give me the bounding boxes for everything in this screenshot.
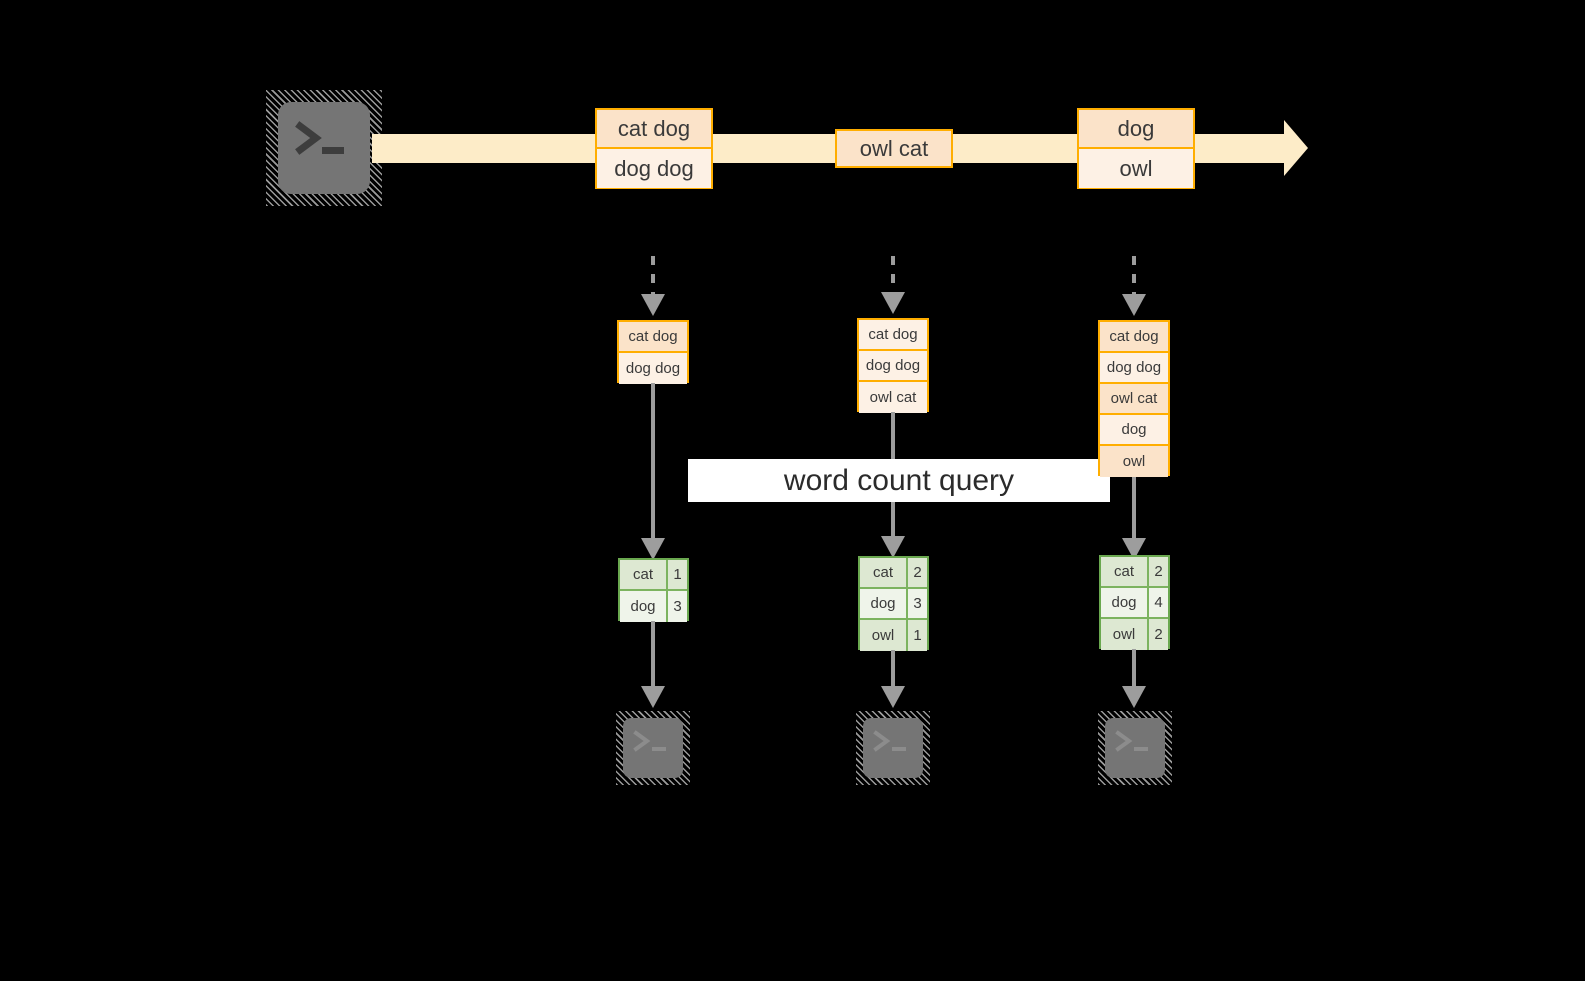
result-count: 1 — [908, 620, 927, 651]
query-label-band: word count query — [688, 459, 1110, 502]
input-record: cat dog — [1100, 322, 1168, 353]
stream-record: owl — [1079, 149, 1193, 188]
snapshot-1-input-stack: cat dog dog dog — [617, 320, 689, 384]
stream-group-1: cat dog dog dog — [595, 108, 713, 189]
query-label-text: word count query — [783, 463, 1015, 497]
result-count: 3 — [668, 591, 687, 622]
snapshot-3-feed-line — [1132, 256, 1136, 294]
terminal-prompt-glyph — [295, 121, 344, 155]
snapshot-1-feed-arrowhead — [641, 294, 665, 316]
result-word: dog — [620, 591, 668, 622]
result-count: 2 — [1149, 557, 1168, 586]
source-terminal-icon — [266, 90, 382, 206]
stream-group-3: dog owl — [1077, 108, 1195, 189]
result-count: 4 — [1149, 588, 1168, 617]
snapshot-2-input-stack: cat dog dog dog owl cat — [857, 318, 929, 413]
terminal-prompt-glyph — [633, 730, 666, 752]
result-word: cat — [1101, 557, 1149, 586]
result-row: dog 3 — [860, 589, 927, 620]
result-count: 2 — [908, 558, 927, 587]
terminal-prompt-glyph — [873, 730, 906, 752]
result-count: 2 — [1149, 619, 1168, 650]
result-row: owl 2 — [1101, 619, 1168, 650]
result-row: cat 1 — [620, 560, 687, 591]
snapshot-3-result-table: cat 2 dog 4 owl 2 — [1099, 555, 1170, 650]
snapshot-1-feed-line — [651, 256, 655, 294]
result-word: cat — [860, 558, 908, 587]
snapshot-3-sink-terminal-icon — [1098, 711, 1172, 785]
result-row: dog 4 — [1101, 588, 1168, 619]
result-count: 3 — [908, 589, 927, 618]
input-record: dog dog — [619, 353, 687, 384]
stream-record: dog — [1079, 110, 1193, 149]
stream-arrow-head — [1284, 120, 1308, 176]
terminal-prompt-glyph — [1115, 730, 1148, 752]
snapshot-2-result-table: cat 2 dog 3 owl 1 — [858, 556, 929, 651]
stream-record: owl cat — [837, 131, 951, 166]
snapshot-3-sink-line — [1132, 649, 1136, 686]
snapshot-2-sink-terminal-icon — [856, 711, 930, 785]
input-record: owl — [1100, 446, 1168, 477]
snapshot-1-result-table: cat 1 dog 3 — [618, 558, 689, 622]
input-record: dog dog — [1100, 353, 1168, 384]
input-record: owl cat — [859, 382, 927, 413]
input-record: owl cat — [1100, 384, 1168, 415]
result-row: cat 2 — [860, 558, 927, 589]
result-row: cat 2 — [1101, 557, 1168, 588]
snapshot-3-input-stack: cat dog dog dog owl cat dog owl — [1098, 320, 1170, 477]
snapshot-3-query-arrowhead — [1122, 538, 1146, 560]
snapshot-3-query-line — [1132, 474, 1136, 538]
snapshot-2-feed-arrowhead — [881, 292, 905, 314]
input-record: dog — [1100, 415, 1168, 446]
snapshot-1-sink-terminal-icon — [616, 711, 690, 785]
snapshot-2-sink-arrowhead — [881, 686, 905, 708]
stream-record: dog dog — [597, 149, 711, 188]
result-row: dog 3 — [620, 591, 687, 622]
snapshot-2-query-arrowhead — [881, 536, 905, 558]
stream-group-2: owl cat — [835, 129, 953, 168]
result-row: owl 1 — [860, 620, 927, 651]
snapshot-1-query-line — [651, 383, 655, 538]
result-count: 1 — [668, 560, 687, 589]
input-record: cat dog — [619, 322, 687, 353]
result-word: cat — [620, 560, 668, 589]
result-word: dog — [860, 589, 908, 618]
snapshot-3-feed-arrowhead — [1122, 294, 1146, 316]
snapshot-1-sink-arrowhead — [641, 686, 665, 708]
result-word: dog — [1101, 588, 1149, 617]
stream-record: cat dog — [597, 110, 711, 149]
snapshot-2-feed-line — [891, 256, 895, 292]
snapshot-2-sink-line — [891, 650, 895, 686]
input-record: dog dog — [859, 351, 927, 382]
result-word: owl — [860, 620, 908, 651]
result-word: owl — [1101, 619, 1149, 650]
snapshot-3-sink-arrowhead — [1122, 686, 1146, 708]
input-record: cat dog — [859, 320, 927, 351]
snapshot-1-query-arrowhead — [641, 538, 665, 560]
snapshot-1-sink-line — [651, 621, 655, 686]
